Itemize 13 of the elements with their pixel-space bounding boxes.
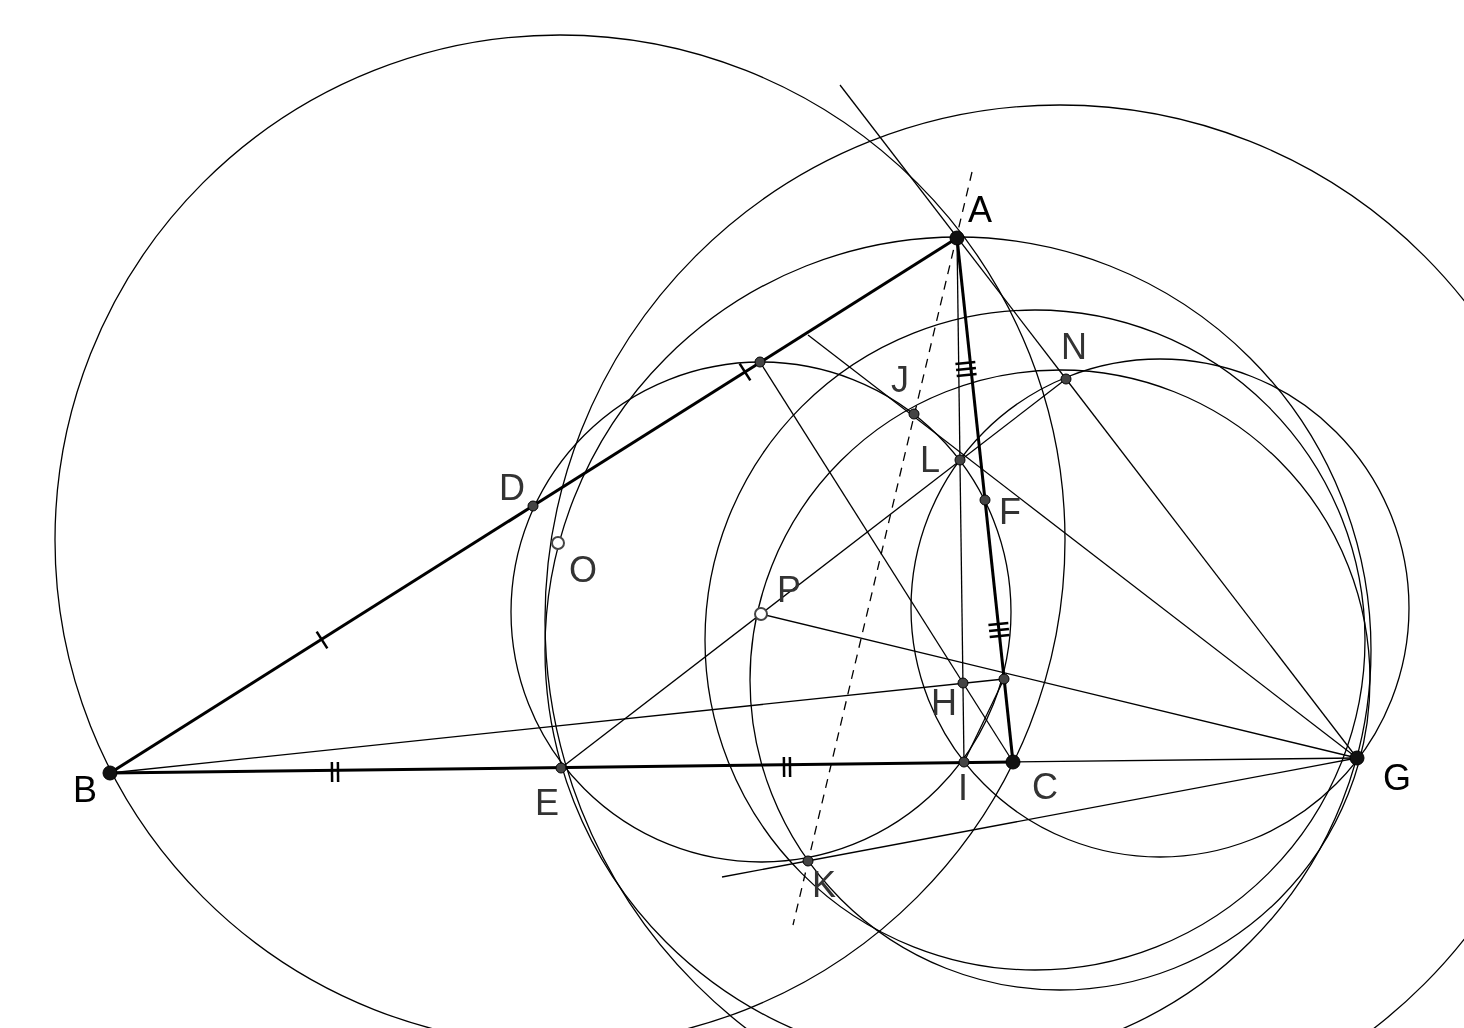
- point-label: L: [920, 442, 940, 478]
- point-label: B: [73, 772, 97, 808]
- point-label: C: [1032, 769, 1058, 805]
- point-label: J: [891, 362, 909, 398]
- point-label: O: [569, 552, 597, 588]
- point-label: D: [499, 470, 525, 506]
- point-label: F: [999, 494, 1021, 530]
- point-label: N: [1061, 329, 1087, 365]
- point-label: I: [958, 770, 968, 806]
- point-label: A: [968, 192, 992, 228]
- point-label: G: [1383, 760, 1411, 796]
- point-label: H: [931, 685, 957, 721]
- point-label: E: [535, 785, 559, 821]
